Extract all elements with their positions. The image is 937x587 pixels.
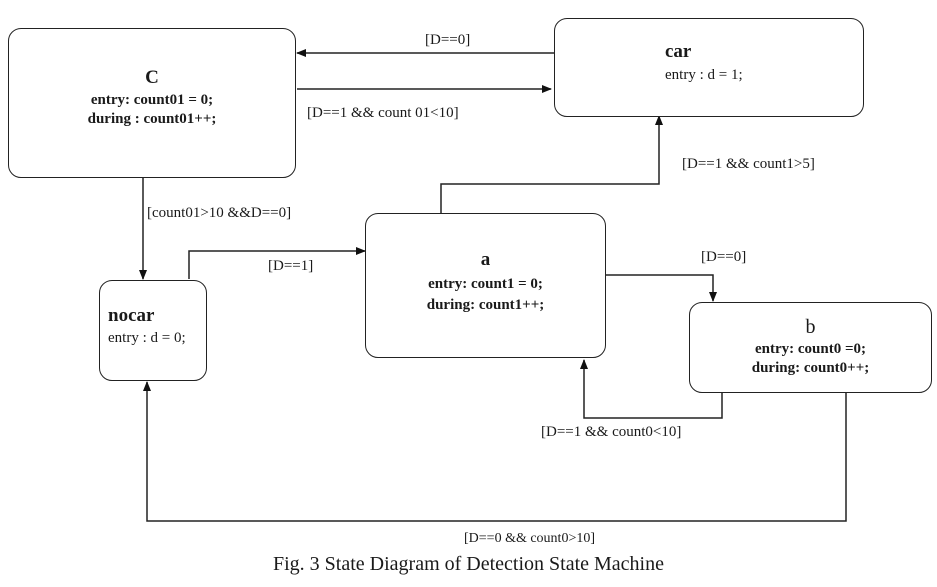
state-nocar[interactable]: nocar entry : d = 0; [99, 280, 207, 381]
arrow-a-to-b [605, 274, 717, 302]
guard-a-to-b: [D==0] [701, 249, 747, 265]
state-name: C [145, 67, 159, 88]
guard-nocar-to-a: [D==1] [268, 258, 314, 274]
state-car[interactable]: car entry : d = 1; [554, 18, 864, 117]
guard-C-to-car: [D==1 && count 01<10] [307, 105, 459, 121]
state-entry-action: entry: count0 =0; [754, 341, 867, 357]
state-entry-action: entry : d = 0; [108, 330, 186, 346]
arrow-nocar-to-a [188, 247, 366, 279]
state-name: b [805, 316, 816, 338]
state-C[interactable]: C entry: count01 = 0; during : count01++… [8, 28, 296, 178]
guard-C-to-nocar: [count01>10 &&D==0] [147, 205, 292, 221]
state-b[interactable]: b entry: count0 =0; during: count0++; [689, 302, 932, 393]
state-name: car [665, 41, 692, 62]
state-name: nocar [108, 305, 155, 326]
figure-caption: Fig. 3 State Diagram of Detection State … [272, 553, 664, 575]
guard-b-to-a: [D==1 && count0<10] [541, 424, 682, 440]
arrow-b-to-a [580, 359, 723, 419]
state-entry-action: entry: count01 = 0; [90, 92, 214, 108]
arrow-b-to-nocar [143, 381, 847, 522]
state-entry-action: entry: count1 = 0; [428, 276, 543, 292]
state-during-action: during: count0++; [751, 360, 870, 376]
arrow-a-to-car [440, 115, 663, 213]
state-entry-action: entry : d = 1; [665, 67, 743, 83]
state-during-action: during : count01++; [87, 111, 217, 127]
state-name: a [480, 249, 491, 270]
state-during-action: during: count1++; [426, 297, 545, 313]
state-a[interactable]: a entry: count1 = 0; during: count1++; [365, 213, 606, 358]
guard-b-to-nocar: [D==0 && count0>10] [464, 531, 596, 546]
guard-a-to-car: [D==1 && count1>5] [682, 156, 815, 172]
guard-car-to-C: [D==0] [425, 32, 471, 48]
